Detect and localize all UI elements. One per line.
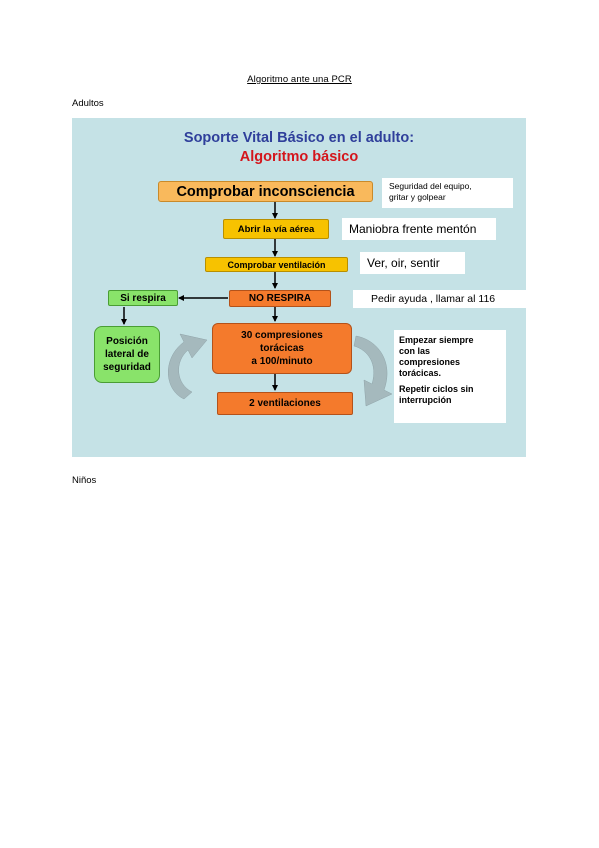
step-chest-compressions: 30 compresiones torácicas a 100/minuto (212, 323, 352, 374)
note-look-listen-feel: Ver, oir, sentir (360, 252, 465, 274)
step-breathing-yes: Si respira (108, 290, 178, 306)
bls-algorithm-figure: Soporte Vital Básico en el adulto: Algor… (72, 118, 526, 457)
note-head-tilt-chin-lift: Maniobra frente mentón (342, 218, 496, 240)
section-label-adults: Adultos (72, 98, 104, 109)
flowchart-subtitle: Algoritmo básico (239, 149, 359, 165)
flowchart-title: Soporte Vital Básico en el adulto: (183, 130, 415, 146)
step-recovery-position: Posición lateral de seguridad (94, 326, 160, 383)
step-ventilations: 2 ventilaciones (217, 392, 353, 415)
cycle-arrow-left-icon (168, 333, 208, 400)
cycle-arrow-right-icon (353, 335, 393, 407)
note-scene-safety: Seguridad del equipo, gritar y golpear (382, 178, 513, 208)
note-call-for-help: Pedir ayuda , llamar al 116 (353, 290, 526, 308)
step-not-breathing: NO RESPIRA (229, 290, 331, 307)
step-check-breathing: Comprobar ventilación (205, 257, 348, 272)
flowchart-connectors (121, 202, 393, 407)
step-check-unconsciousness: Comprobar inconsciencia (158, 181, 373, 202)
section-label-children: Niños (72, 475, 97, 486)
note-compression-instructions: Empezar siempre con las compresiones tor… (394, 330, 506, 423)
step-open-airway: Abrir la vía aérea (223, 219, 329, 239)
document-title: Algoritmo ante una PCR (247, 74, 352, 85)
